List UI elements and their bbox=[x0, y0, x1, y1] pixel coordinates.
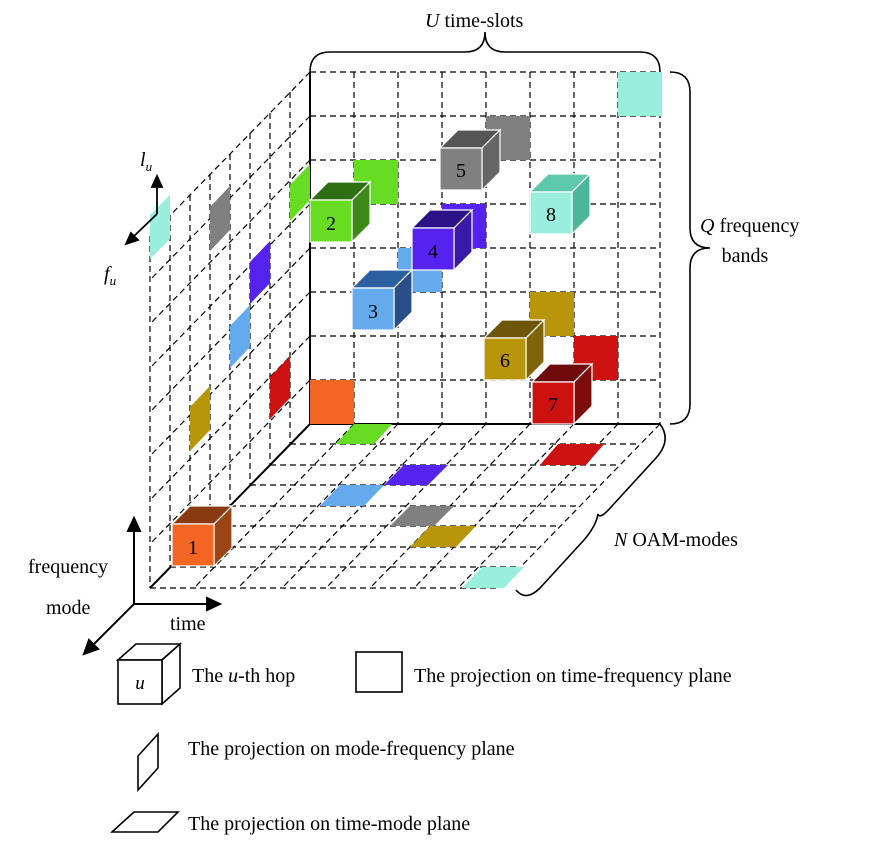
hop-cubes: 1 2 3 4 5 6 bbox=[170, 128, 594, 568]
tm-projection-3 bbox=[320, 485, 384, 506]
mf-projection-5 bbox=[210, 186, 230, 251]
legend-hop-var: u bbox=[135, 673, 145, 694]
hop-cube-6: 6 bbox=[482, 318, 546, 382]
time-slots-label: U time-slots bbox=[425, 10, 524, 32]
q-frequency-bands-brace bbox=[669, 71, 711, 425]
local-axes bbox=[124, 173, 164, 246]
legend-hop-icon: u bbox=[115, 642, 183, 706]
hop-cube-1: 1 bbox=[170, 504, 234, 568]
time-axis-label: time bbox=[170, 613, 206, 635]
tm-projection-5 bbox=[390, 506, 454, 526]
tf-projection-8 bbox=[618, 72, 662, 116]
tm-projection-2 bbox=[336, 424, 392, 444]
legend-tf-icon bbox=[355, 651, 403, 693]
hop-label-3: 3 bbox=[368, 301, 378, 323]
legend-tf-label: The projection on time-frequency plane bbox=[414, 665, 732, 687]
hop-label-7: 7 bbox=[548, 394, 558, 416]
hop-label-4: 4 bbox=[428, 241, 438, 263]
l-u-axis-label: lu bbox=[140, 149, 153, 174]
n-oam-modes-brace bbox=[515, 423, 666, 597]
tm-projection-8 bbox=[462, 567, 524, 588]
legend: u The u-th hop The projection on time-fr… bbox=[109, 642, 732, 835]
mf-projection-4 bbox=[250, 241, 270, 304]
braces bbox=[309, 31, 711, 597]
hop-cube-3: 3 bbox=[350, 268, 414, 332]
frequency-axis-label: frequency bbox=[28, 556, 108, 578]
legend-tm-icon bbox=[109, 811, 180, 833]
mf-projection-7 bbox=[270, 356, 290, 419]
tm-projections bbox=[320, 424, 604, 588]
mode-axis-label: mode bbox=[46, 597, 91, 619]
hop-label-2: 2 bbox=[326, 213, 336, 235]
tm-projection-4 bbox=[384, 465, 448, 485]
hop-cube-8: 8 bbox=[528, 172, 592, 236]
hop-label-1: 1 bbox=[188, 537, 198, 559]
frequency-bands-label-2: bands bbox=[722, 245, 769, 267]
legend-mf-icon bbox=[137, 731, 159, 793]
mf-projection-6 bbox=[190, 386, 210, 451]
oam-modes-label: N OAM-modes bbox=[613, 529, 738, 551]
mf-projection-3 bbox=[230, 305, 250, 368]
f-u-axis-label: fu bbox=[104, 263, 117, 288]
mf-projection-8 bbox=[150, 195, 170, 259]
hop-cube-4: 4 bbox=[410, 208, 474, 272]
tf-projection-1 bbox=[310, 380, 354, 424]
hop-cube-2: 2 bbox=[308, 180, 372, 244]
hop-cube-7: 7 bbox=[530, 362, 594, 426]
legend-tm-label: The projection on time-mode plane bbox=[188, 813, 470, 835]
hop-label-5: 5 bbox=[456, 160, 466, 182]
u-time-slots-brace bbox=[309, 31, 661, 73]
frequency-bands-label: Q frequency bbox=[700, 215, 799, 237]
mf-projection-2 bbox=[290, 164, 310, 221]
hop-cube-5: 5 bbox=[438, 128, 502, 192]
hop-label-6: 6 bbox=[500, 350, 510, 372]
hop-label-8: 8 bbox=[546, 204, 556, 226]
tm-projection-7 bbox=[540, 444, 604, 465]
tm-projection-6 bbox=[410, 526, 476, 547]
legend-hop-label: The u-th hop bbox=[192, 665, 295, 687]
mf-projections bbox=[150, 164, 310, 451]
legend-mf-label: The projection on mode-frequency plane bbox=[188, 738, 515, 760]
main-axes bbox=[82, 515, 223, 656]
